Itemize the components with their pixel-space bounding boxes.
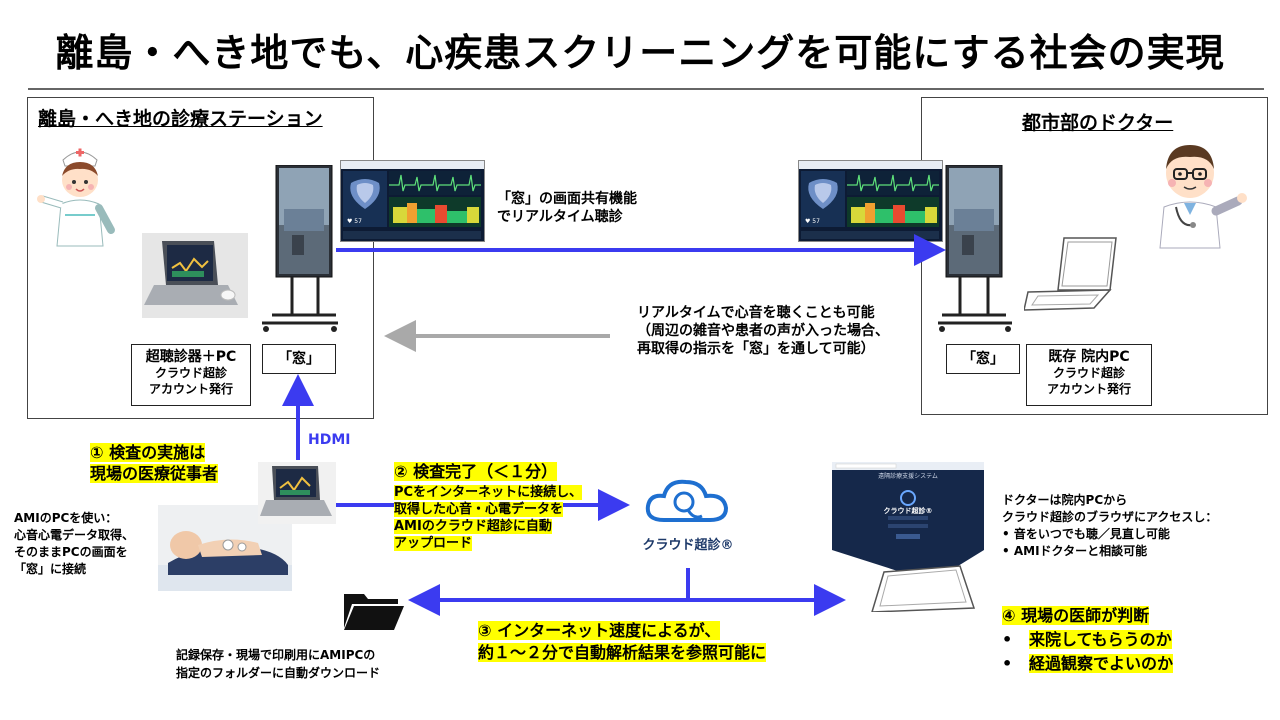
svg-text:♥ 57: ♥ 57 [347,218,362,225]
step2-line4: アップロード [394,536,473,551]
step2-line3: AMIのクラウド超診に自動 [394,519,552,534]
step4-text: ④ 現場の医師が判断 • 来院してもらうのか • 経過観察でよいのか [1002,604,1173,676]
dashboard-screenshot-right: ♥ 57 [798,160,943,242]
step4-heading: ④ 現場の医師が判断 [1002,606,1150,625]
step4-bullet1-text: 来院してもらうのか [1028,630,1172,649]
step1-line1: ① 検査の実施は [90,443,206,462]
window-display-stand-right [938,165,1016,335]
page-title: 離島・へき地でも、心疾患スクリーニングを可能にする社会の実現 [55,31,1225,75]
svg-text:♥ 57: ♥ 57 [805,218,820,225]
ami-pc-usage-text: AMIのPCを使い： 心音心電データ取得、 そのままPCの画面を 「窓」に接続 [14,510,134,578]
hospital-laptop-outline [1024,234,1124,314]
step2-line1: PCをインターネットに接続し、 [394,485,583,500]
label-hospital-pc-line1: 既存 院内PC [1048,349,1130,365]
share-text-line1: 「窓」の画面共有機能 [497,191,637,207]
doctor-access-bullet2: • AMIドクターと相談可能 [1002,544,1148,558]
screen-share-text: 「窓」の画面共有機能 でリアルタイム聴診 [497,190,637,226]
label-pc-line2: クラウド超診 [154,366,227,380]
label-window-left: 「窓」 [262,344,336,374]
label-hospital-pc-line2: クラウド超診 [1052,366,1125,380]
download-line2: 指定のフォルダーに自動ダウンロード [176,666,381,680]
label-hospital-pc-line3: アカウント発行 [1046,382,1131,396]
dashboard-screenshot-left: ♥ 57 [340,160,485,242]
download-text: 記録保存・現場で印刷用にAMIPCの 指定のフォルダーに自動ダウンロード [176,646,380,682]
label-window-right: 「窓」 [946,344,1020,374]
label-hospital-pc: 既存 院内PC クラウド超診 アカウント発行 [1026,344,1152,406]
login-screen-logo: クラウド超診® [883,507,933,515]
step2-heading: ② 検査完了（＜１分） [394,462,558,481]
ami-pc-line1: AMIのPCを使い： [14,511,118,525]
step1-text: ① 検査の実施は 現場の医療従事者 [90,442,219,484]
window-display-stand-left [262,165,340,335]
step3-line1: ③ インターネット速度によるが、 [478,621,721,640]
stethoscope-laptop-photo [142,233,248,318]
realtime-line2: （周辺の雑音や患者の声が入った場合、 [637,323,889,339]
doctor-illustration [1150,135,1250,250]
download-line1: 記録保存・現場で印刷用にAMIPCの [176,648,376,662]
label-window-right-text: 「窓」 [962,351,1004,367]
step4-bullet2-text: 経過観察でよいのか [1028,654,1173,673]
label-pc-line1: 超聴診器＋PC [145,349,237,365]
doctor-access-bullet2-text: AMIドクターと相談可能 [1013,544,1148,558]
doctor-access-bullet1: • 音をいつでも聴／見直し可能 [1002,527,1170,541]
step3-line2: 約１～２分で自動解析結果を参照可能に [478,643,767,662]
cloud-icon [645,479,729,522]
ami-pc-line3: そのままPCの画面を [14,545,128,559]
step2-text: ② 検査完了（＜１分） PCをインターネットに接続し、 取得した心音・心電データ… [394,462,583,552]
label-pc-line3: アカウント発行 [148,382,233,396]
right-panel-title: 都市部のドクター [1022,112,1174,134]
step2-line2: 取得した心音・心電データを [394,502,564,517]
doctor-access-line1: ドクターは院内PCから [1002,493,1128,507]
doctor-access-text: ドクターは院内PCから クラウド超診のブラウザにアクセスし： • 音をいつでも聴… [1002,492,1217,560]
cloud-chosin-logo: クラウド超診® [636,470,740,560]
nurse-illustration [35,138,125,248]
step4-bullet2: • 経過観察でよいのか [1002,654,1173,673]
ami-laptop-photo [258,462,336,524]
label-window-left-text: 「窓」 [278,351,320,367]
share-text-line2: でリアルタイム聴診 [497,209,623,225]
folder-icon [342,588,406,632]
realtime-line3: 再取得の指示を「窓」を通して可能） [637,341,875,357]
realtime-line1: リアルタイムで心音を聴くことも可能 [637,305,875,321]
doctor-access-line2: クラウド超診のブラウザにアクセスし： [1002,510,1218,524]
ami-pc-line2: 心音心電データ取得、 [14,528,135,542]
realtime-listening-text: リアルタイムで心音を聴くことも可能 （周辺の雑音や患者の声が入った場合、 再取得… [637,304,889,358]
cloud-logo-text: クラウド超診® [642,538,734,553]
ami-pc-line4: 「窓」に接続 [14,562,87,576]
left-panel-title: 離島・へき地の診療ステーション [38,108,323,130]
step1-line2: 現場の医療従事者 [90,464,219,483]
login-screen-header: 遠隔診療支援システム [878,473,938,480]
cloud-login-screen: 遠隔診療支援システム クラウド超診® [832,462,984,612]
label-stethoscope-pc: 超聴診器＋PC クラウド超診 アカウント発行 [131,344,251,406]
hdmi-label: HDMI [308,432,351,448]
title-divider [28,88,1264,90]
doctor-access-bullet1-text: 音をいつでも聴／見直し可能 [1013,527,1170,541]
step4-bullet1: • 来院してもらうのか [1002,630,1172,649]
step3-text: ③ インターネット速度によるが、 約１～２分で自動解析結果を参照可能に [478,620,767,664]
